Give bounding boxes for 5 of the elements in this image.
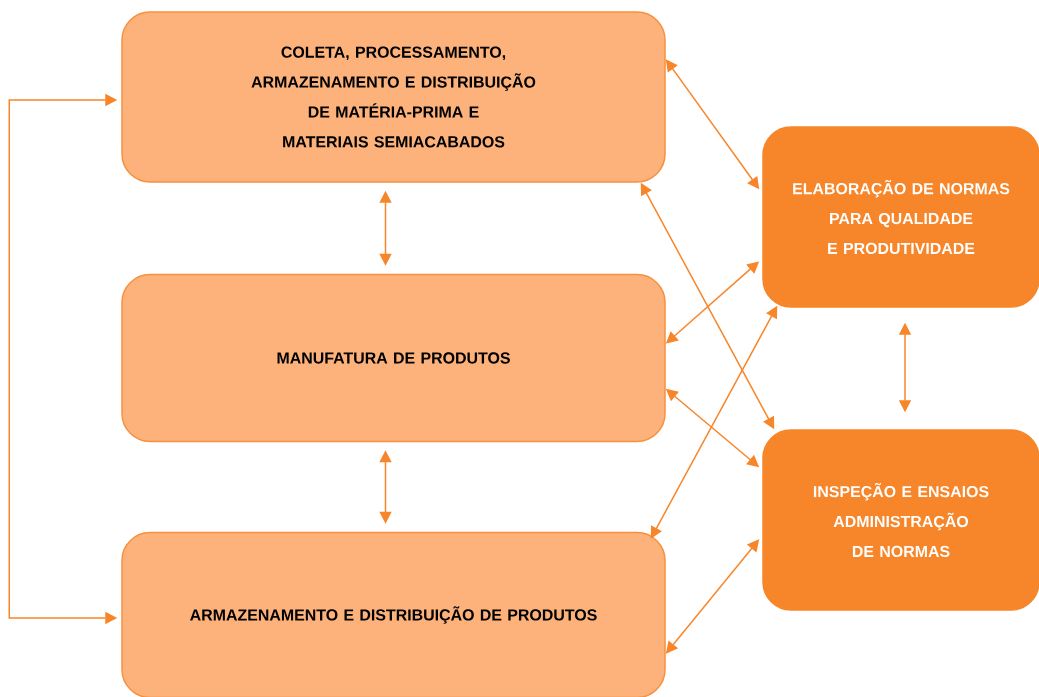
process-box: COLETA, PROCESSAMENTO, ARMAZENAMENTO E DISTRIBUIÇÃO DE MATÉRIA-PRIMA E MATERIAIS SEMIACABADOS [121, 11, 666, 183]
process-box: ELABORAÇÃO DE NORMAS PARA QUALIDADE E PRODUTIVIDADE [762, 126, 1039, 308]
process-box: MANUFATURA DE PRODUTOS [121, 273, 666, 443]
process-box: INSPEÇÃO E ENSAIOS ADMINISTRAÇÃO DE NORMAS [762, 429, 1039, 611]
process-box: ARMAZENAMENTO E DISTRIBUIÇÃO DE PRODUTOS [121, 531, 666, 697]
